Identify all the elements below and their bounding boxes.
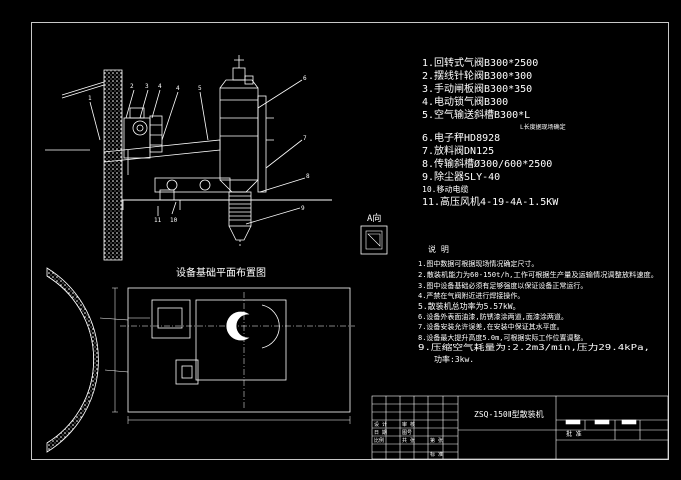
parts-item-note: L长度据现场确定 bbox=[520, 123, 566, 131]
title-cell: 图号 bbox=[402, 430, 412, 436]
leader-label: 6 bbox=[303, 75, 307, 82]
outer-drawing-frame bbox=[31, 22, 669, 460]
leader-label: 10 bbox=[170, 217, 178, 224]
elevation-view bbox=[45, 55, 332, 261]
note-item: 9.压缩空气耗量为:2.2m3/min,压力29.4kPa, bbox=[418, 342, 650, 352]
leader-label: 9 bbox=[301, 205, 305, 212]
parts-item: 11.高压风机4-19-4A-1.5KW bbox=[422, 195, 559, 208]
leader-label: 3 bbox=[145, 83, 149, 90]
drawing-title: ZSQ-150Ⅱ型散装机 bbox=[474, 409, 544, 419]
parts-item: 5.空气输送斜槽B300*L bbox=[422, 108, 530, 121]
note-item: 1.图中数据可根据现场情况确定尺寸。 bbox=[418, 259, 538, 268]
note-item: 8.设备最大提升高度5.0m,可根据实际工作位置调整。 bbox=[418, 333, 588, 342]
plan-title: 设备基础平面布置图 bbox=[176, 266, 266, 279]
parts-item: 1.回转式气阀B300*2500 bbox=[422, 56, 538, 69]
title-cell: 设 计 bbox=[374, 421, 387, 428]
note-item: 3.图中设备基础必须有足够强度以保证设备正常运行。 bbox=[418, 281, 587, 290]
detail-label: A向 bbox=[367, 212, 381, 224]
title-cell: 批 准 bbox=[566, 430, 582, 438]
note-item: 7.设备安装允许误差,在安装中保证其水平度。 bbox=[418, 322, 564, 331]
title-cell: 第 张 bbox=[430, 437, 443, 444]
note-item: 2.散装机能力为60-150t/h,工作可根据生产量及运输情况调整放料速度。 bbox=[418, 270, 658, 279]
leader-label: 7 bbox=[303, 135, 307, 142]
title-block-labels: 设 计 审 核 日 期 图号 比例 共 张 第 张 标 准 批 准 bbox=[374, 421, 582, 458]
silo-wall-hatch bbox=[46, 267, 99, 453]
parts-item: 3.手动闸板阀B300*350 bbox=[422, 82, 532, 95]
leader-label: 4 bbox=[176, 85, 180, 92]
leader-label: 5 bbox=[198, 85, 202, 92]
parts-item: 7.放料阀DN125 bbox=[422, 144, 494, 157]
notes-heading: 说 明 bbox=[428, 244, 449, 254]
leader-label: 4 bbox=[158, 83, 162, 90]
parts-item: 8.传输斜槽Ø300/600*2500 bbox=[422, 157, 552, 170]
foundation-plan bbox=[46, 267, 355, 453]
note-item: 4.严禁在气阀附近进行焊接操作。 bbox=[418, 291, 524, 300]
leader-label: 2 bbox=[130, 83, 134, 90]
telescopic-chute bbox=[228, 191, 252, 227]
title-cell: 共 张 bbox=[402, 437, 415, 444]
note-item: 5.散装机总功率为5.57kW。 bbox=[418, 301, 521, 311]
title-block bbox=[371, 395, 669, 460]
leader-label: 1 bbox=[88, 95, 92, 102]
note-item: 6.设备外表面油漆,防锈漆涂两道,面漆涂两道。 bbox=[418, 312, 568, 321]
parts-item: 2.摆线针轮阀B300*300 bbox=[422, 69, 532, 82]
a-view-detail: A向 bbox=[360, 212, 388, 255]
parts-list: 1.回转式气阀B300*2500 2.摆线针轮阀B300*300 3.手动闸板阀… bbox=[422, 56, 566, 208]
parts-item: 6.电子秤HD8928 bbox=[422, 131, 500, 144]
title-cell: 比例 bbox=[374, 437, 384, 444]
parts-item: 10.移动电缆 bbox=[422, 184, 468, 194]
parts-item: 9.除尘器SLY-40 bbox=[422, 170, 500, 183]
leader-label: 8 bbox=[306, 173, 310, 180]
concrete-wall bbox=[103, 69, 123, 261]
bulk-loader-tank bbox=[219, 87, 259, 181]
leader-label: 11 bbox=[154, 217, 162, 224]
title-cell: 标 准 bbox=[430, 451, 443, 458]
note-item: 功率:3kw. bbox=[434, 354, 474, 364]
parts-item: 4.电动锁气阀B300 bbox=[422, 95, 508, 108]
notes-block: 说 明 1.图中数据可根据现场情况确定尺寸。 2.散装机能力为60-150t/h… bbox=[418, 244, 658, 364]
title-cell: 审 核 bbox=[402, 421, 415, 428]
title-cell: 日 期 bbox=[374, 430, 387, 436]
